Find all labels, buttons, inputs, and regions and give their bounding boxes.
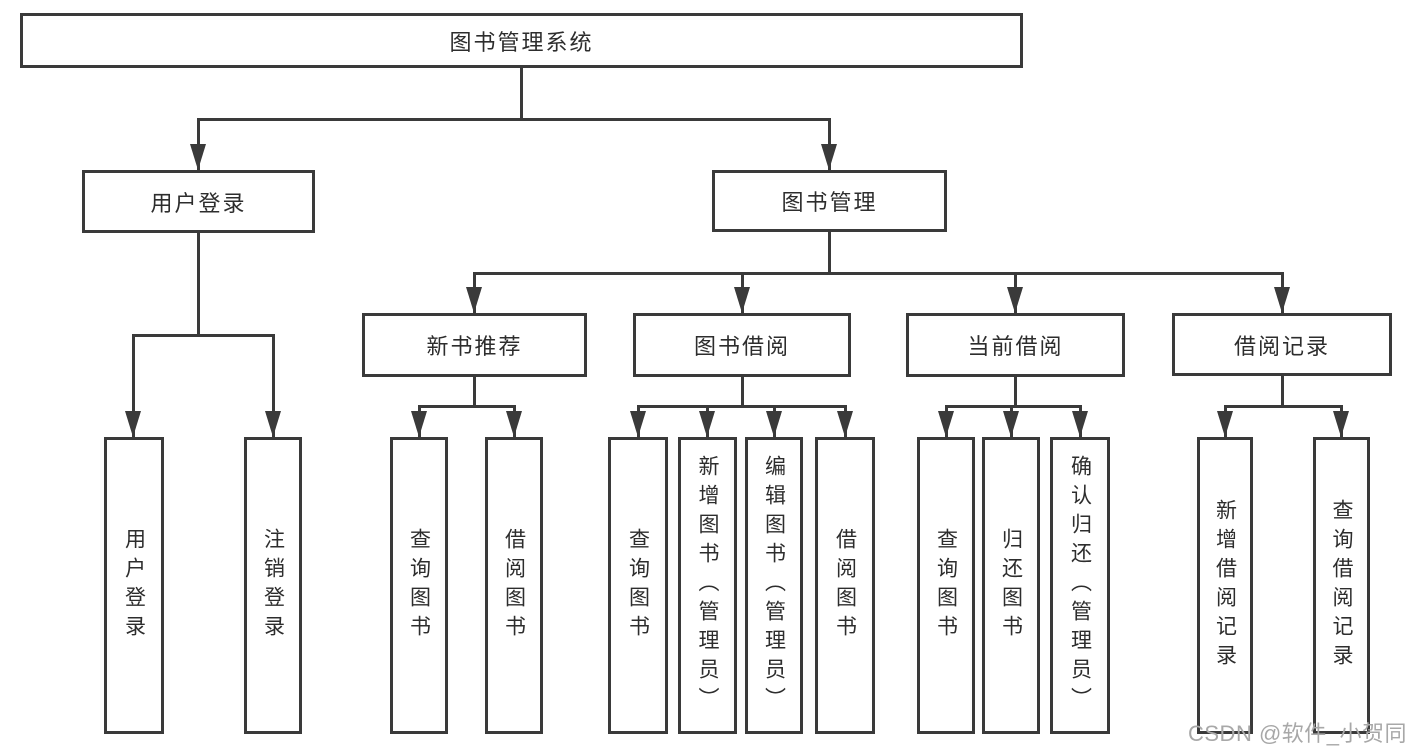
node-user-login-leaf: 用户登录	[104, 437, 164, 734]
arrowhead-down-icon	[821, 144, 837, 170]
connector-line	[944, 404, 1082, 408]
arrowhead-down-icon	[265, 411, 281, 437]
arrowhead-down-icon	[1274, 287, 1290, 313]
node-borrowing-records: 借阅记录	[1172, 313, 1392, 376]
node-library-system: 图书管理系统	[20, 13, 1023, 68]
connector-line	[472, 271, 1284, 275]
node-new-book-recommend: 新书推荐	[362, 313, 587, 377]
arrowhead-down-icon	[411, 411, 427, 437]
arrowhead-down-icon	[1007, 287, 1023, 313]
arrowhead-down-icon	[766, 411, 782, 437]
connector-line	[519, 68, 523, 121]
connector-line	[271, 335, 275, 437]
node-confirm-return-admin: 确认归还（管理员）	[1050, 437, 1110, 734]
node-book-management: 图书管理	[712, 170, 947, 232]
arrowhead-down-icon	[630, 411, 646, 437]
node-borrow-books-recommend: 借阅图书	[485, 437, 543, 734]
connector-line	[472, 377, 476, 408]
arrowhead-down-icon	[734, 287, 750, 313]
node-logout-leaf: 注销登录	[244, 437, 302, 734]
connector-line	[1280, 376, 1284, 408]
node-add-borrow-record: 新增借阅记录	[1197, 437, 1253, 734]
arrowhead-down-icon	[837, 411, 853, 437]
node-query-borrow-record: 查询借阅记录	[1313, 437, 1370, 734]
connector-line	[1013, 377, 1017, 408]
connector-line	[131, 333, 275, 337]
node-current-borrowing: 当前借阅	[906, 313, 1125, 377]
arrowhead-down-icon	[938, 411, 954, 437]
connector-line	[1223, 404, 1343, 408]
connector-line	[740, 377, 744, 408]
node-borrow-books-borrowing: 借阅图书	[815, 437, 875, 734]
csdn-watermark: CSDN @软件_小贺同学	[1188, 721, 1405, 746]
node-query-books-current: 查询图书	[917, 437, 975, 734]
node-return-book: 归还图书	[982, 437, 1040, 734]
connector-line	[196, 233, 200, 337]
arrowhead-down-icon	[1072, 411, 1088, 437]
arrowhead-down-icon	[1217, 411, 1233, 437]
arrowhead-down-icon	[190, 144, 206, 170]
arrowhead-down-icon	[699, 411, 715, 437]
arrowhead-down-icon	[1333, 411, 1349, 437]
connector-line	[636, 404, 847, 408]
arrowhead-down-icon	[466, 287, 482, 313]
connector-line	[417, 404, 516, 408]
node-query-books-recommend: 查询图书	[390, 437, 448, 734]
connector-line	[196, 117, 831, 121]
arrowhead-down-icon	[506, 411, 522, 437]
node-add-book-admin: 新增图书（管理员）	[678, 437, 737, 734]
arrowhead-down-icon	[1003, 411, 1019, 437]
node-query-books-borrowing: 查询图书	[608, 437, 668, 734]
connector-line	[827, 232, 831, 275]
arrowhead-down-icon	[125, 411, 141, 437]
node-user-login-branch: 用户登录	[82, 170, 315, 233]
node-edit-book-admin: 编辑图书（管理员）	[745, 437, 803, 734]
node-book-borrowing: 图书借阅	[633, 313, 851, 377]
connector-line	[131, 335, 135, 437]
